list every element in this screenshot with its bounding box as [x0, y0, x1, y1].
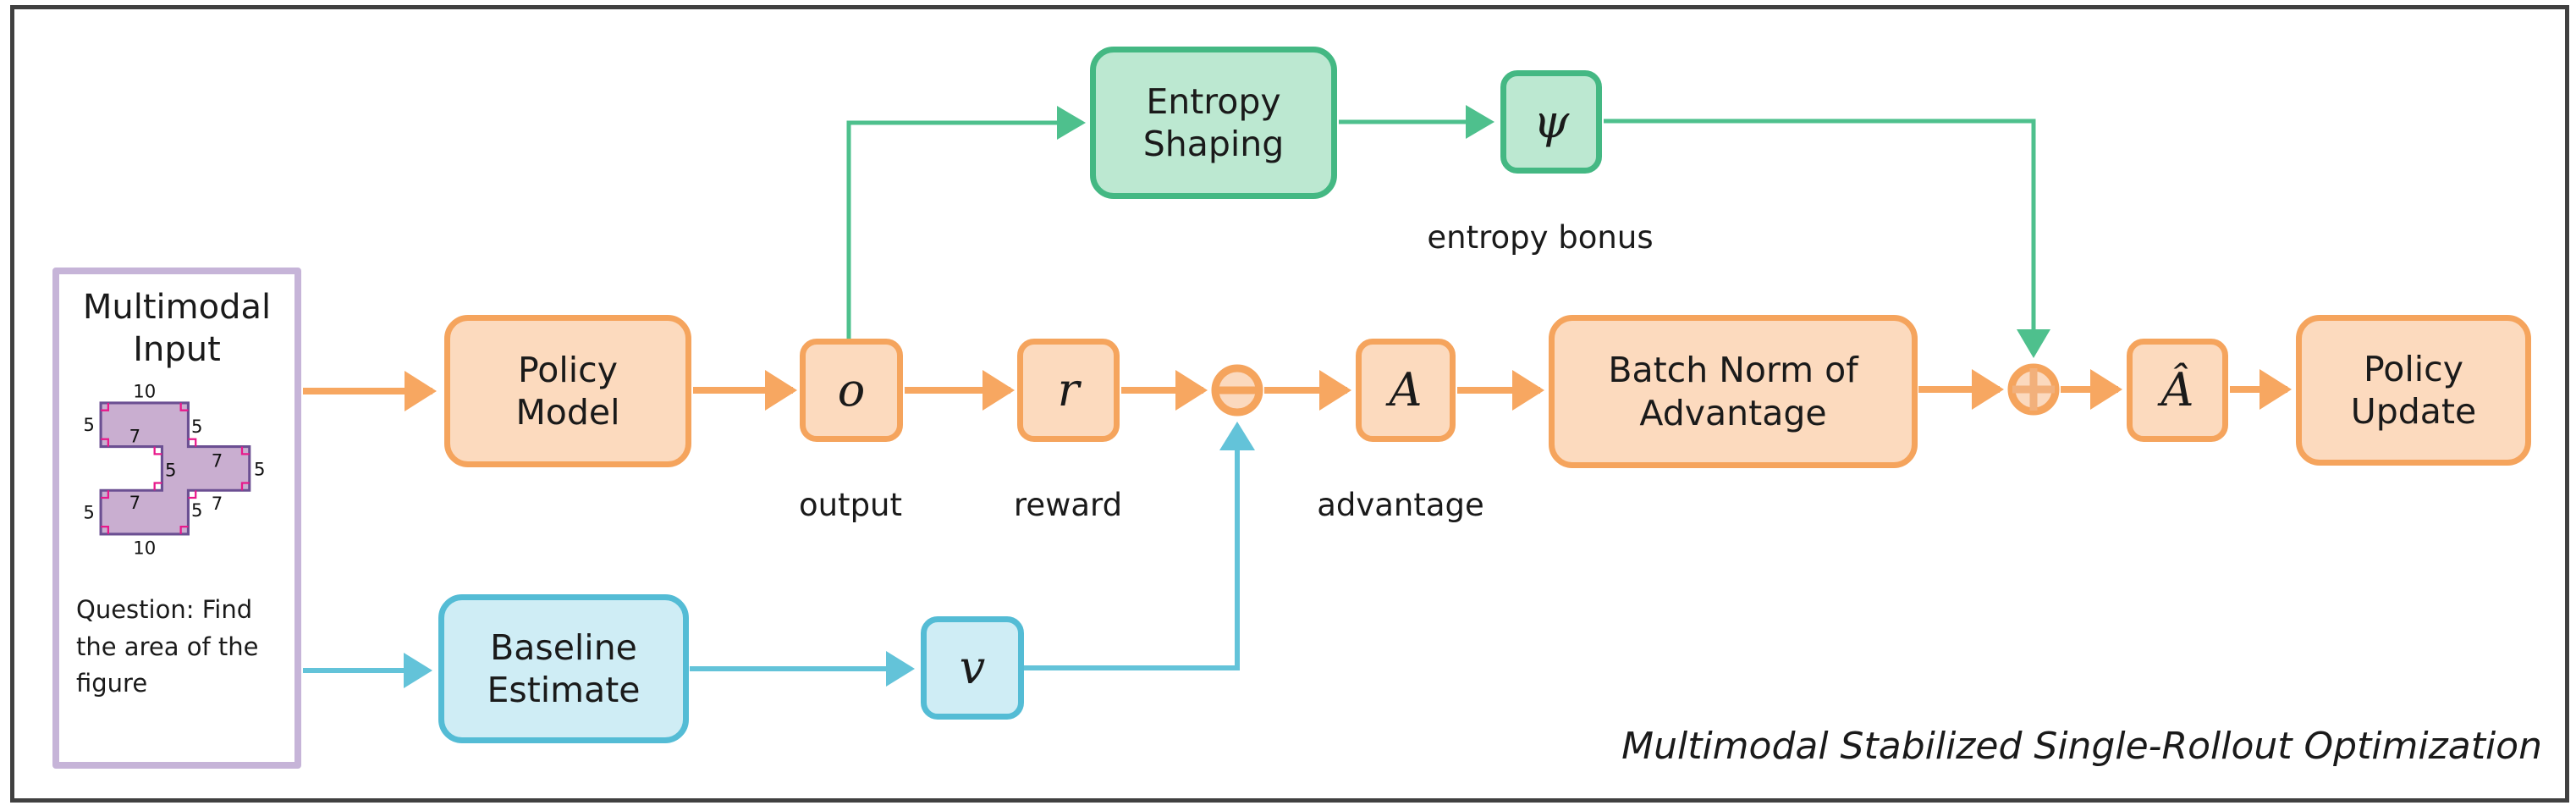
- svg-text:7: 7: [212, 450, 223, 471]
- batch-norm-node: Batch Norm of Advantage: [1549, 315, 1918, 468]
- plus-junction: [2007, 363, 2060, 416]
- output-var-node: o: [800, 339, 903, 442]
- svg-text:7: 7: [212, 493, 223, 514]
- policy-update-node: Policy Update: [2296, 315, 2531, 466]
- psi-node: ψ: [1500, 70, 1602, 174]
- output-label: output: [798, 487, 903, 523]
- green-entropy-path: [846, 105, 2050, 358]
- reward-label: reward: [1013, 487, 1123, 523]
- svg-text:5: 5: [254, 459, 265, 480]
- reward-var-node: r: [1017, 339, 1120, 442]
- entropy-shaping-node: Entropy Shaping: [1090, 47, 1337, 199]
- entropy-bonus-label: entropy bonus: [1427, 219, 1654, 256]
- geometry-figure: 10 5 7 5 7 5 5 7 5 7 5 10: [76, 379, 278, 571]
- figure-polygon: [99, 401, 251, 536]
- policy-model-node: Policy Model: [444, 315, 691, 467]
- orange-flow-arrows: [303, 369, 2292, 411]
- svg-text:7: 7: [129, 492, 140, 513]
- baseline-estimate-node: Baseline Estimate: [438, 594, 689, 743]
- svg-text:7: 7: [129, 425, 140, 446]
- svg-text:5: 5: [83, 501, 94, 522]
- advantage-label: advantage: [1317, 487, 1484, 523]
- advantage-var-node: A: [1356, 339, 1456, 442]
- minus-junction: [1211, 364, 1263, 417]
- figure-dimension-labels: 10 5 7 5 7 5 5 7 5 7 5 10: [83, 381, 265, 559]
- blue-baseline-path: [303, 422, 1255, 688]
- svg-text:5: 5: [165, 460, 176, 481]
- advantage-hat-node: Â: [2127, 339, 2228, 442]
- svg-text:10: 10: [133, 381, 156, 402]
- svg-text:5: 5: [191, 499, 202, 521]
- svg-text:10: 10: [133, 538, 156, 559]
- caption: Multimodal Stabilized Single-Rollout Opt…: [1621, 725, 2542, 768]
- value-var-node: v: [921, 616, 1024, 720]
- right-angle-marks: [101, 402, 250, 534]
- input-title: Multimodal Input: [82, 288, 272, 369]
- input-question: Question: Find the area of the figure: [76, 595, 259, 698]
- multimodal-input-panel: Multimodal Input: [52, 268, 301, 769]
- svg-text:5: 5: [83, 414, 94, 435]
- svg-text:5: 5: [191, 416, 202, 437]
